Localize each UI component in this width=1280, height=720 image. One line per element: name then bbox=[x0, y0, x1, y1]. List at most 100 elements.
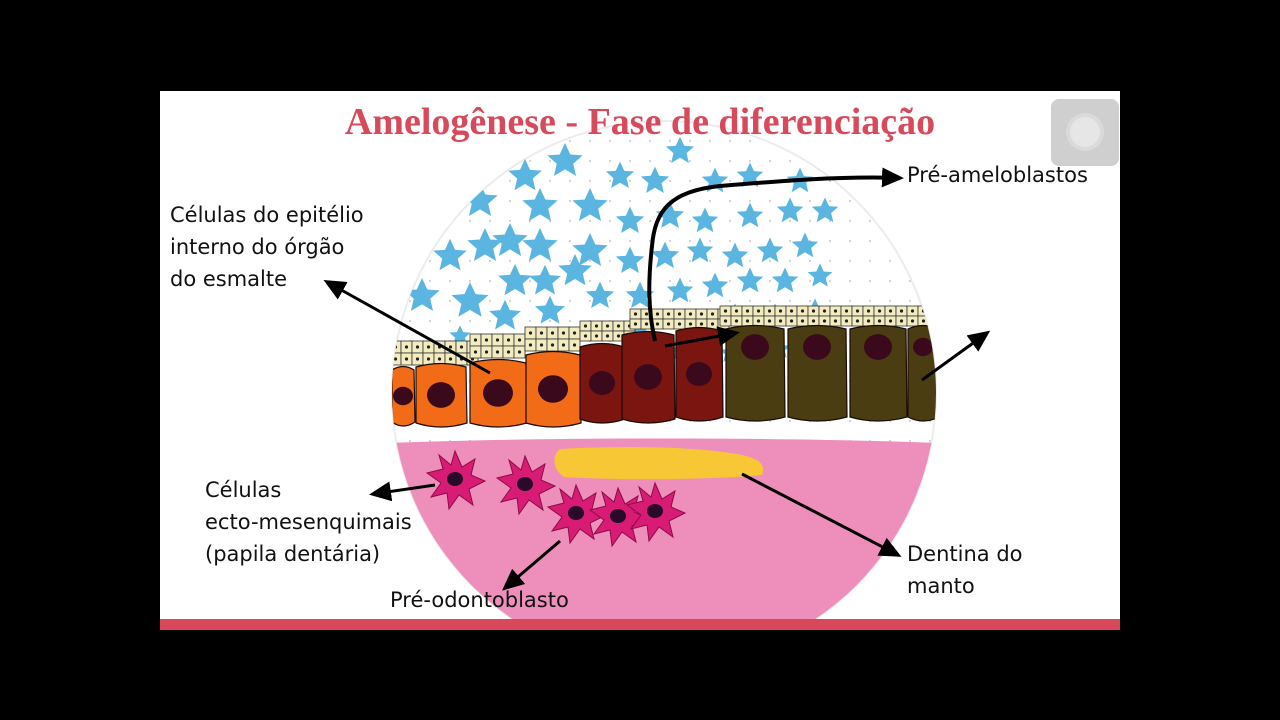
slide-title: Amelogênese - Fase de diferenciação bbox=[344, 101, 936, 143]
intermedium-nucleus bbox=[539, 343, 544, 347]
intermedium-nucleus bbox=[506, 338, 511, 342]
intermedium-nucleus bbox=[393, 357, 398, 361]
label-mantle-dentin: Dentina do manto bbox=[907, 538, 1023, 602]
cell-nucleus bbox=[447, 472, 463, 486]
cell-nucleus bbox=[741, 334, 769, 360]
cell-nucleus bbox=[913, 337, 933, 357]
label-pre-ameloblasts: Pré-ameloblastos bbox=[907, 163, 1088, 187]
stratum-intermedium-cells bbox=[392, 305, 936, 366]
columnar-cell bbox=[415, 362, 468, 428]
label-line: Células do epitélio bbox=[170, 203, 364, 227]
intermedium-nucleus bbox=[415, 345, 420, 349]
intermedium-nucleus bbox=[910, 319, 915, 323]
intermedium-nucleus bbox=[888, 319, 893, 323]
intermedium-nucleus bbox=[855, 309, 860, 313]
intermedium-nucleus bbox=[484, 350, 489, 354]
arrow-pre-ameloblast-cell bbox=[664, 326, 740, 348]
intermedium-nucleus bbox=[550, 343, 555, 347]
intermedium-nucleus bbox=[899, 309, 904, 313]
ectomesenchymal-cell bbox=[495, 454, 557, 516]
intermedium-nucleus bbox=[767, 319, 772, 323]
intermedium-nucleus bbox=[899, 319, 904, 323]
intermedium-nucleus bbox=[594, 334, 599, 338]
arrow-pre-odontoblast bbox=[501, 539, 561, 591]
columnar-cells bbox=[392, 324, 936, 428]
columnar-cell bbox=[907, 324, 936, 422]
intermedium-nucleus bbox=[437, 357, 442, 361]
intermedium-nucleus bbox=[932, 319, 936, 323]
intermedium-nucleus bbox=[404, 345, 409, 349]
intermedium-nucleus bbox=[877, 309, 882, 313]
cell-nucleus bbox=[517, 477, 533, 491]
ectomesenchymal-cell bbox=[625, 481, 687, 543]
intermedium-nucleus bbox=[811, 319, 816, 323]
record-button[interactable] bbox=[1051, 99, 1119, 166]
intermedium-nucleus bbox=[495, 338, 500, 342]
intermedium-nucleus bbox=[539, 331, 544, 335]
label-line: interno do órgão bbox=[170, 235, 345, 259]
cell-nucleus bbox=[483, 379, 513, 407]
intermedium-nucleus bbox=[767, 309, 772, 313]
columnar-cell bbox=[725, 324, 786, 422]
label-line: do esmalte bbox=[170, 267, 288, 291]
intermedium-nucleus bbox=[594, 324, 599, 328]
arrow-differentiated-cell bbox=[921, 330, 991, 382]
record-button-icon bbox=[1070, 117, 1100, 147]
intermedium-nucleus bbox=[800, 319, 805, 323]
intermedium-nucleus bbox=[710, 312, 715, 316]
intermedium-nucleus bbox=[583, 334, 588, 338]
cell-nucleus bbox=[864, 334, 892, 360]
cell-nucleus bbox=[427, 382, 455, 408]
intermedium-nucleus bbox=[789, 309, 794, 313]
intermedium-nucleus bbox=[844, 309, 849, 313]
arrow-inner-epithelium bbox=[323, 280, 491, 375]
label-ectomesenchymal: Células ecto-mesenquimais (papila dentár… bbox=[205, 474, 412, 570]
intermedium-nucleus bbox=[561, 331, 566, 335]
intermedium-nucleus bbox=[756, 319, 761, 323]
intermedium-nucleus bbox=[822, 309, 827, 313]
intermedium-nucleus bbox=[778, 309, 783, 313]
label-pre-odontoblast: Pré-odontoblasto bbox=[390, 588, 569, 612]
intermedium-nucleus bbox=[833, 309, 838, 313]
intermedium-nucleus bbox=[855, 319, 860, 323]
intermedium-nucleus bbox=[666, 322, 671, 326]
intermedium-nucleus bbox=[844, 319, 849, 323]
star-cell bbox=[814, 150, 836, 170]
intermedium-nucleus bbox=[789, 319, 794, 323]
intermedium-nucleus bbox=[426, 345, 431, 349]
cell-nucleus bbox=[589, 371, 615, 395]
intermedium-nucleus bbox=[745, 319, 750, 323]
intermedium-nucleus bbox=[666, 312, 671, 316]
intermedium-nucleus bbox=[688, 312, 693, 316]
intermedium-nucleus bbox=[756, 309, 761, 313]
ectomesenchymal-cell bbox=[546, 483, 608, 545]
columnar-cell bbox=[849, 324, 908, 422]
intermedium-nucleus bbox=[734, 309, 739, 313]
intermedium-cell bbox=[928, 305, 936, 317]
columnar-cell bbox=[787, 324, 848, 422]
intermedium-nucleus bbox=[550, 331, 555, 335]
intermedium-nucleus bbox=[473, 350, 478, 354]
cell-nucleus bbox=[803, 334, 831, 360]
intermedium-nucleus bbox=[495, 350, 500, 354]
intermedium-nucleus bbox=[723, 319, 728, 323]
intermedium-nucleus bbox=[745, 309, 750, 313]
cell-nucleus bbox=[634, 364, 662, 390]
intermedium-nucleus bbox=[616, 324, 621, 328]
arrow-pre-ameloblasts bbox=[647, 167, 904, 342]
intermedium-nucleus bbox=[528, 331, 533, 335]
intermedium-nucleus bbox=[644, 312, 649, 316]
intermedium-nucleus bbox=[633, 322, 638, 326]
intermedium-nucleus bbox=[633, 312, 638, 316]
intermedium-nucleus bbox=[910, 309, 915, 313]
intermedium-nucleus bbox=[517, 350, 522, 354]
mantle-dentin bbox=[554, 447, 764, 480]
intermedium-nucleus bbox=[921, 319, 926, 323]
intermedium-nucleus bbox=[932, 309, 936, 313]
intermedium-nucleus bbox=[866, 319, 871, 323]
label-line: (papila dentária) bbox=[205, 542, 381, 566]
intermedium-nucleus bbox=[833, 319, 838, 323]
intermedium-nucleus bbox=[778, 319, 783, 323]
intermedium-nucleus bbox=[426, 357, 431, 361]
intermedium-nucleus bbox=[528, 343, 533, 347]
